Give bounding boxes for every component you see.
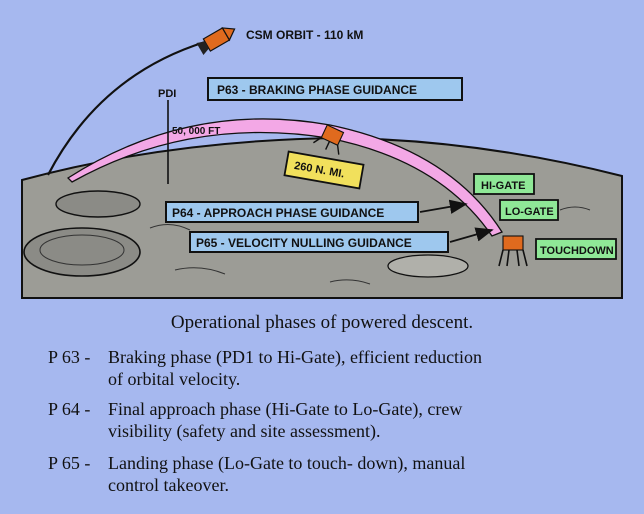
csm-spacecraft-icon	[196, 27, 236, 56]
crater-upper-left	[55, 190, 141, 218]
phase-item-p65: P 65 - Landing phase (Lo-Gate to touch- d…	[48, 452, 628, 496]
lo-gate-label: LO-GATE	[505, 206, 554, 218]
p64-arrow	[419, 199, 468, 214]
phase-code: P 65 -	[48, 453, 91, 473]
phase-line2: control takeover.	[108, 475, 229, 495]
caption-area: Operational phases of powered descent. P…	[0, 308, 644, 514]
phase-line1: Landing phase (Lo-Gate to touch- down), …	[108, 453, 466, 473]
phase-item-p64: P 64 - Final approach phase (Hi-Gate to L…	[48, 398, 628, 442]
altitude-label: 50, 000 FT	[172, 126, 220, 137]
p65-box	[189, 231, 449, 253]
phase-item-p63: P 63 - Braking phase (PD1 to Hi-Gate), ef…	[48, 346, 628, 390]
phase-code: P 64 -	[48, 399, 91, 419]
crater-left	[23, 227, 141, 277]
crater-right	[387, 254, 469, 278]
p64-label: P64 - APPROACH PHASE GUIDANCE	[172, 206, 384, 220]
touchdown-label: TOUCHDOWN	[540, 245, 614, 257]
phase-line1: Final approach phase (Hi-Gate to Lo-Gate…	[108, 399, 463, 419]
lo-gate-box	[499, 199, 559, 221]
distance-box	[283, 150, 365, 190]
phase-line2: visibility (safety and site assessment).	[108, 421, 381, 441]
p63-box	[207, 77, 463, 101]
lunar-module-touchdown-icon	[498, 235, 528, 267]
p65-arrow	[449, 227, 494, 243]
csm-orbit-arc	[47, 40, 206, 176]
csm-orbit-label: CSM ORBIT - 110 kM	[246, 28, 363, 42]
p65-label: P65 - VELOCITY NULLING GUIDANCE	[196, 236, 412, 250]
p64-box	[165, 201, 419, 223]
hi-gate-box	[473, 173, 535, 195]
phase-line2: of orbital velocity.	[108, 369, 241, 389]
diagram-caption: Operational phases of powered descent.	[170, 312, 474, 333]
touchdown-box	[535, 238, 617, 260]
hi-gate-label: HI-GATE	[481, 180, 525, 192]
pdi-label: PDI	[158, 88, 176, 100]
p63-label: P63 - BRAKING PHASE GUIDANCE	[217, 83, 417, 97]
descent-diagram: CSM ORBIT - 110 kM PDI 50, 000 FT P63 - …	[21, 27, 623, 299]
phase-code: P 63 -	[48, 347, 91, 367]
phase-line1: Braking phase (PD1 to Hi-Gate), efficien…	[108, 347, 483, 367]
lunar-module-descent-icon	[313, 124, 345, 155]
